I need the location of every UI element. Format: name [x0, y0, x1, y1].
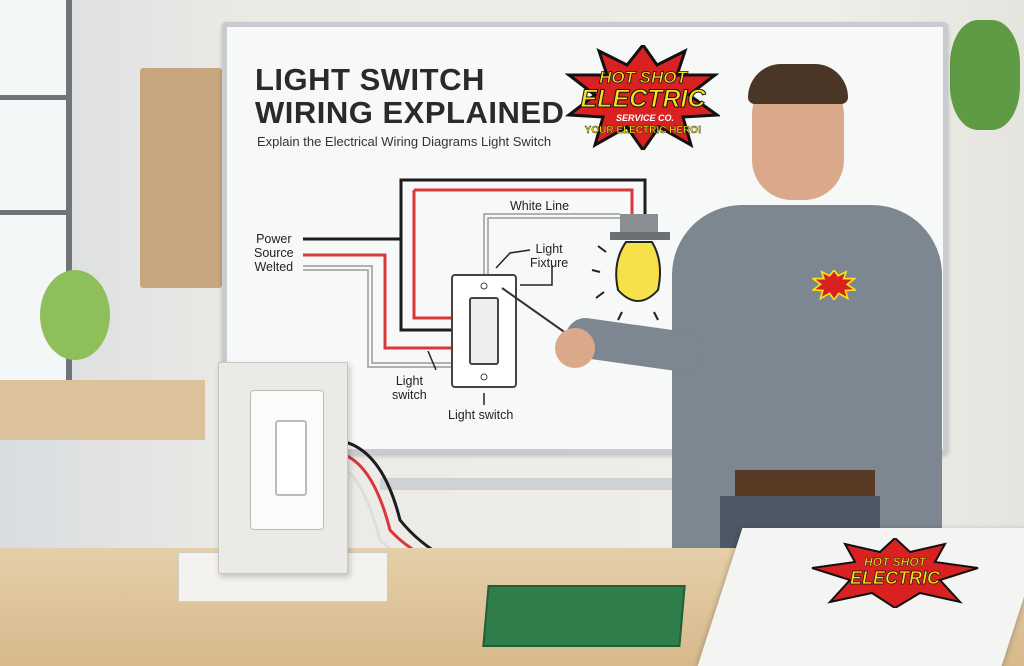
- label-light-switch-left: Light switch: [392, 374, 427, 402]
- svg-text:SERVICE CO.: SERVICE CO.: [616, 113, 674, 123]
- electrician-hair: [748, 64, 848, 104]
- light-switch-rocker: [275, 420, 307, 496]
- red-wire: [303, 253, 452, 350]
- electrician-hand: [555, 328, 595, 368]
- notebook-logo: HOT SHOT ELECTRIC: [811, 538, 979, 608]
- svg-text:YOUR ELECTRIC HERO!: YOUR ELECTRIC HERO!: [585, 125, 702, 136]
- black-wire: [303, 178, 647, 241]
- hot-shot-electric-logo: HOT SHOT ELECTRIC SERVICE CO. YOUR ELECT…: [565, 45, 720, 150]
- svg-text:HOT SHOT: HOT SHOT: [864, 555, 928, 569]
- title-line-1: LIGHT SWITCH: [255, 62, 485, 97]
- belt: [735, 470, 875, 496]
- light-bulb-icon: [591, 214, 689, 321]
- tool-pegboard: [140, 68, 222, 288]
- svg-text:ELECTRIC: ELECTRIC: [850, 568, 941, 588]
- shirt-logo-patch: [810, 268, 858, 302]
- diagram-switch-toggle: [469, 297, 499, 365]
- power-label-1: Power: [256, 232, 292, 246]
- pointer-stick: [501, 287, 571, 337]
- switch-left-label-1: Light: [395, 374, 423, 388]
- label-light-switch-bottom: Light switch: [448, 408, 514, 422]
- hanging-plant: [950, 20, 1020, 130]
- circuit-board: [482, 585, 686, 647]
- potted-plant: [40, 270, 110, 360]
- side-workbench: [0, 380, 205, 440]
- switch-left-label-2: switch: [392, 388, 427, 402]
- fixture-label-2: Fixture: [530, 256, 569, 270]
- whiteboard-subtitle: Explain the Electrical Wiring Diagrams L…: [257, 134, 552, 149]
- title-line-2: WIRING EXPLAINED: [255, 95, 565, 130]
- svg-text:ELECTRIC: ELECTRIC: [581, 85, 707, 113]
- whiteboard-title: LIGHT SWITCH WIRING EXPLAINED: [255, 63, 564, 129]
- label-light-fixture: Light Fixture: [530, 242, 568, 270]
- fixture-label-1: Light: [535, 242, 563, 256]
- svg-text:HOT SHOT: HOT SHOT: [599, 68, 688, 87]
- label-white-line: White Line: [510, 199, 570, 213]
- power-label-2: Source: [254, 246, 294, 260]
- label-power-source: Power Source Welted: [254, 232, 294, 274]
- power-label-3: Welted: [254, 260, 294, 274]
- white-wire: [303, 213, 620, 368]
